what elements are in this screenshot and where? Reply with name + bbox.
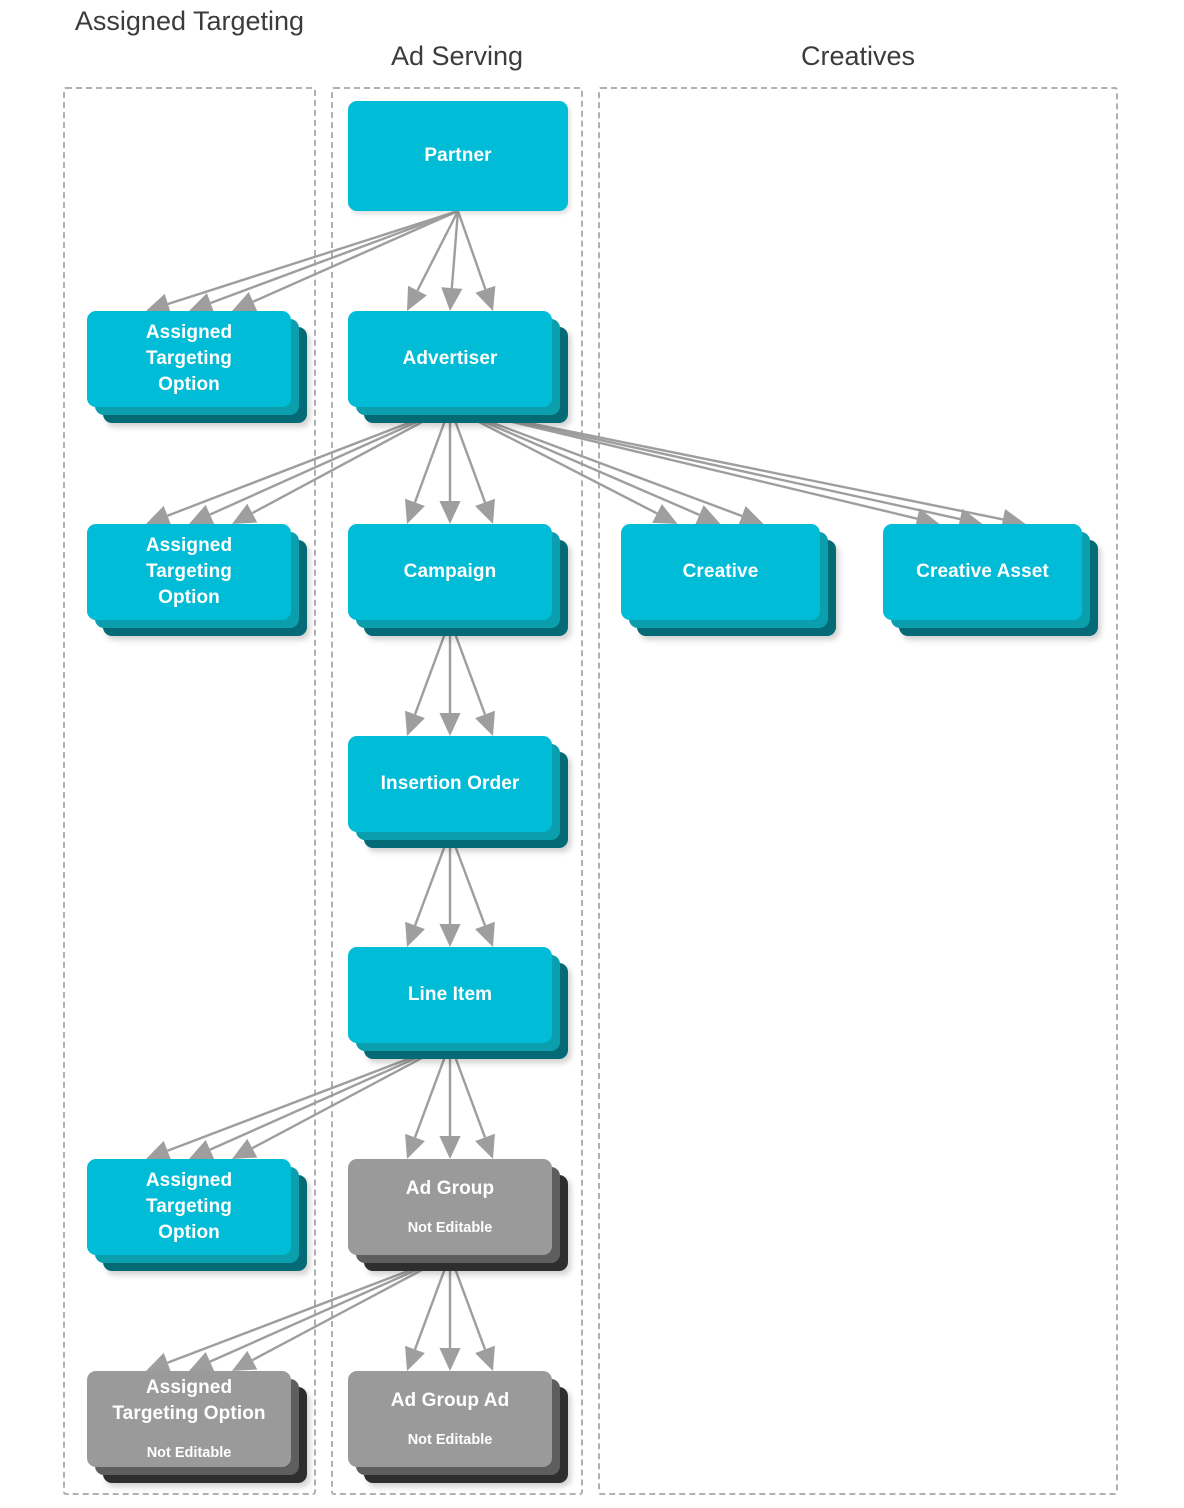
- column-header-assigned-targeting: Assigned Targeting: [74, 6, 305, 36]
- column-header-ad-serving: Ad Serving: [390, 41, 524, 71]
- node-assigned-targeting-option-line-item[interactable]: Assigned Targeting Option: [87, 1159, 307, 1271]
- column-header-creatives: Creatives: [800, 41, 916, 71]
- node-ad-group-ad-title: Ad Group Ad: [390, 1389, 510, 1411]
- node-assigned-targeting-option-ad-group-title: Assigned Targeting Option: [112, 1376, 266, 1425]
- node-creative[interactable]: Creative: [621, 524, 836, 636]
- node-creative-title: Creative: [682, 560, 759, 582]
- node-assigned-targeting-option-partner-title: Assigned Targeting Option: [145, 321, 233, 396]
- node-insertion-order-title: Insertion Order: [380, 772, 520, 794]
- column-box-assigned-targeting: [63, 87, 316, 1495]
- node-creative-asset-title: Creative Asset: [916, 560, 1049, 582]
- node-ad-group-subtitle: Not Editable: [407, 1220, 493, 1237]
- node-campaign-title: Campaign: [403, 560, 497, 582]
- node-advertiser-title: Advertiser: [402, 347, 498, 369]
- node-ad-group-ad[interactable]: Ad Group Ad Not Editable: [348, 1371, 568, 1483]
- node-ad-group-title: Ad Group: [405, 1177, 495, 1199]
- node-assigned-targeting-option-line-item-title: Assigned Targeting Option: [145, 1169, 233, 1244]
- node-partner-title: Partner: [424, 144, 492, 166]
- node-line-item[interactable]: Line Item: [348, 947, 568, 1059]
- column-box-creatives: [598, 87, 1118, 1495]
- node-assigned-targeting-option-ad-group-subtitle: Not Editable: [146, 1445, 232, 1462]
- node-insertion-order[interactable]: Insertion Order: [348, 736, 568, 848]
- column-box-ad-serving: [331, 87, 583, 1495]
- node-ad-group-ad-subtitle: Not Editable: [407, 1432, 493, 1449]
- node-partner[interactable]: Partner: [348, 101, 568, 211]
- node-ad-group[interactable]: Ad Group Not Editable: [348, 1159, 568, 1271]
- node-line-item-title: Line Item: [407, 983, 493, 1005]
- node-creative-asset[interactable]: Creative Asset: [883, 524, 1098, 636]
- node-advertiser[interactable]: Advertiser: [348, 311, 568, 423]
- node-campaign[interactable]: Campaign: [348, 524, 568, 636]
- node-assigned-targeting-option-advertiser[interactable]: Assigned Targeting Option: [87, 524, 307, 636]
- node-assigned-targeting-option-ad-group[interactable]: Assigned Targeting Option Not Editable: [87, 1371, 307, 1483]
- node-assigned-targeting-option-advertiser-title: Assigned Targeting Option: [145, 534, 233, 609]
- node-assigned-targeting-option-partner[interactable]: Assigned Targeting Option: [87, 311, 307, 423]
